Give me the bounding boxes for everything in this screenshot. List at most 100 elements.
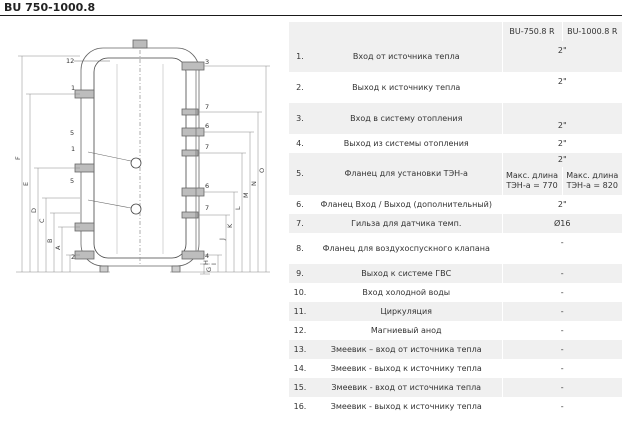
dim-label-o: O xyxy=(258,168,266,173)
row-value-text: - xyxy=(560,237,564,247)
dim-label-n: N xyxy=(250,181,258,186)
row-name: Вход в систему отопления xyxy=(311,103,502,134)
row-value: Ø16 xyxy=(501,214,622,233)
row-value-text: 2" xyxy=(557,45,567,55)
row-value: 2" xyxy=(501,72,622,103)
row-name: Фланец для воздухоспускного клапана xyxy=(311,233,502,264)
table-row: 14.Змеевик - выход к источнику тепла - xyxy=(289,359,622,378)
table-row: 15.Змеевик - вход от источника тепла- xyxy=(289,378,622,397)
conn-label-5b: 5 xyxy=(70,177,74,185)
row-number: 5. xyxy=(289,153,311,195)
conn-label-7b: 7 xyxy=(205,143,209,151)
row-value-text: Ø16 xyxy=(554,218,571,228)
conn-label-4: 4 xyxy=(205,252,209,260)
left-connections xyxy=(74,89,95,260)
dim-label-l: L xyxy=(234,206,242,210)
row-number: 4. xyxy=(289,134,311,153)
dim-label-k: K xyxy=(226,223,234,228)
row-number: 8. xyxy=(289,233,311,264)
row-number: 6. xyxy=(289,195,311,214)
conn-label-7c: 7 xyxy=(205,204,209,212)
row-subvalue-1000: Макс. длина ТЭН-а = 820 xyxy=(561,167,622,195)
conn-label-1b: 1 xyxy=(71,145,75,153)
row-number: 2. xyxy=(289,72,311,103)
row-name: Гильза для датчика темп. xyxy=(311,214,502,233)
table-row: 10.Вход холодной воды- xyxy=(289,283,622,302)
header-model-750: BU-750.8 R xyxy=(501,22,562,41)
row-name: Выход к системе ГВС xyxy=(311,264,502,283)
conn-label-6b: 6 xyxy=(205,182,209,190)
row-value-text: - xyxy=(560,306,564,316)
row-value-text: - xyxy=(560,363,564,373)
flange-upper xyxy=(130,157,142,169)
table-header-row: BU-750.8 R BU-1000.8 R xyxy=(289,22,622,41)
row-value: - xyxy=(501,321,622,340)
row-name: Выход к источнику тепла xyxy=(311,72,502,103)
row-value: - xyxy=(501,397,622,416)
conn-label-5a: 5 xyxy=(70,129,74,137)
title-divider xyxy=(0,15,622,16)
row-value: 2" xyxy=(501,134,622,153)
row-value-text: - xyxy=(560,401,564,411)
conn-label-3: 3 xyxy=(205,58,209,66)
row-value-text: - xyxy=(560,382,564,392)
row-value: 2" xyxy=(501,41,622,72)
dim-label-m: M xyxy=(242,192,250,198)
right-dimensions xyxy=(170,65,270,275)
table-row: 8.Фланец для воздухоспускного клапана - xyxy=(289,233,622,264)
table-row: 12.Магниевый анод- xyxy=(289,321,622,340)
page-title: BU 750-1000.8 xyxy=(4,1,96,14)
row-name: Змеевик – вход от источника тепла xyxy=(311,340,502,359)
row-name: Змеевик - выход к источнику тепла xyxy=(311,359,502,378)
row-value-text: 2" xyxy=(557,120,567,130)
left-dimensions xyxy=(16,55,110,273)
row-number: 3. xyxy=(289,103,311,134)
row-value: - xyxy=(501,283,622,302)
row-value: - xyxy=(501,359,622,378)
dim-label-f: F xyxy=(14,156,22,160)
row-number: 14. xyxy=(289,359,311,378)
row-value-text: - xyxy=(560,344,564,354)
row-name: Вход от источника тепла xyxy=(311,41,502,72)
row-value-text: 2" xyxy=(557,199,567,209)
dim-label-a: A xyxy=(54,245,62,250)
header-model-1000: BU-1000.8 R xyxy=(561,22,622,41)
row-name: Циркуляция xyxy=(311,302,502,321)
row-value: - xyxy=(501,340,622,359)
row-name: Змеевик - выход к источнику тепла xyxy=(311,397,502,416)
conn-label-2: 2 xyxy=(71,253,75,261)
table-row: 13.Змеевик – вход от источника тепла- xyxy=(289,340,622,359)
dim-label-h: H xyxy=(202,260,210,265)
dim-label-j: J xyxy=(218,238,226,241)
row-name: Магниевый анод xyxy=(311,321,502,340)
connections-table: BU-750.8 R BU-1000.8 R 1.Вход от источни… xyxy=(289,22,622,416)
table-row: 1.Вход от источника тепла 2" xyxy=(289,41,622,72)
row-number: 7. xyxy=(289,214,311,233)
row-name: Выход из системы отопления xyxy=(311,134,502,153)
row-name: Фланец Вход / Выход (дополнительный) xyxy=(311,195,502,214)
tank-diagram: F E D C B A O N M L K J I G H 12 1 5 1 5… xyxy=(14,39,270,275)
row-number: 1. xyxy=(289,41,311,72)
conn-label-12: 12 xyxy=(66,57,74,65)
row-value: 2" xyxy=(501,153,622,167)
row-number: 15. xyxy=(289,378,311,397)
conn-label-7a: 7 xyxy=(205,103,209,111)
table-row: 11.Циркуляция - xyxy=(289,302,622,321)
row-name: Фланец для установки ТЭН-а xyxy=(311,153,502,195)
dim-label-b: B xyxy=(46,239,54,243)
row-number: 11. xyxy=(289,302,311,321)
dim-label-g: G xyxy=(205,267,213,272)
right-connections xyxy=(181,61,205,260)
row-value-text: - xyxy=(560,268,564,278)
row-value-text: 2" xyxy=(557,76,567,86)
table-row: 9.Выход к системе ГВС- xyxy=(289,264,622,283)
row-value: 2" xyxy=(501,103,622,134)
flange-lower xyxy=(130,203,142,215)
row-value-text: - xyxy=(560,287,564,297)
row-value: - xyxy=(501,302,622,321)
row-subvalue-750: Макс. длина ТЭН-а = 770 xyxy=(501,167,562,195)
dim-label-c: C xyxy=(38,218,46,223)
